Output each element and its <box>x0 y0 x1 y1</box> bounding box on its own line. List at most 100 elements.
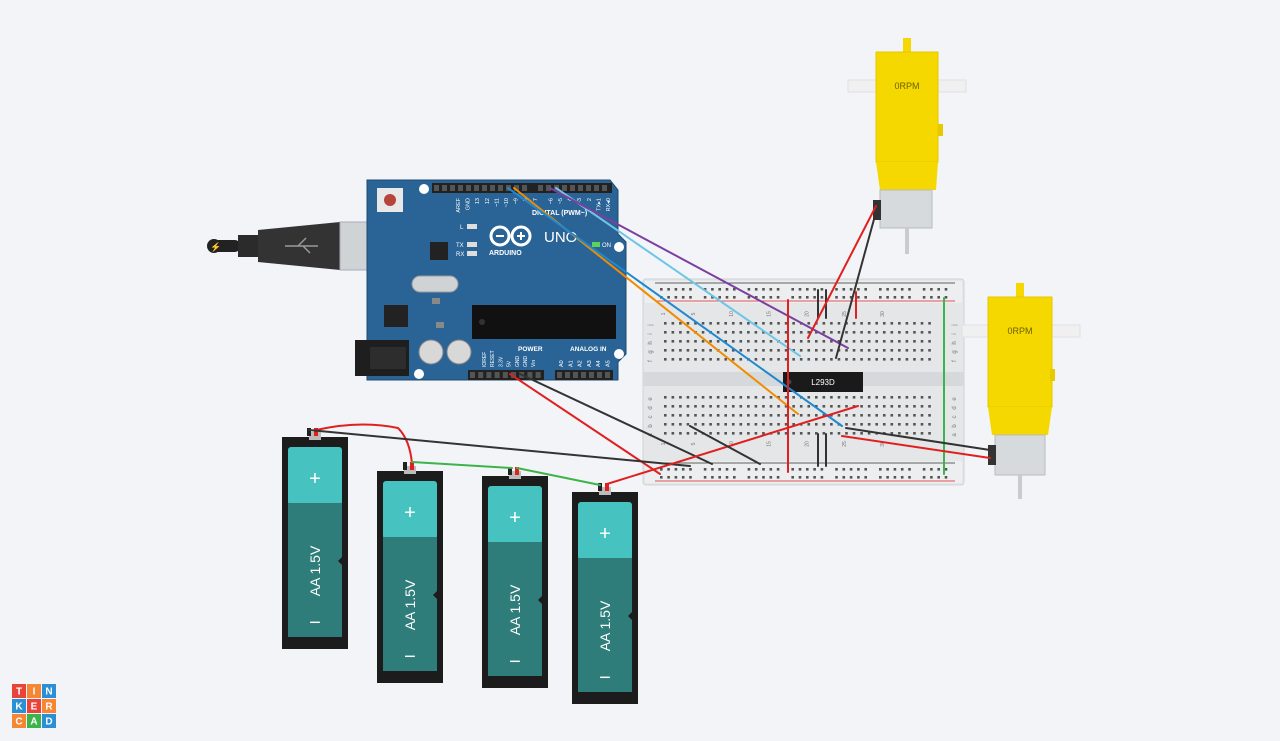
rail-hole[interactable] <box>762 296 765 299</box>
breadboard-hole[interactable] <box>860 432 863 435</box>
rail-hole[interactable] <box>857 296 860 299</box>
breadboard-hole[interactable] <box>762 358 765 361</box>
breadboard-hole[interactable] <box>830 349 833 352</box>
rail-hole[interactable] <box>754 476 758 479</box>
breadboard-hole[interactable] <box>898 414 901 417</box>
rail-hole[interactable] <box>681 288 685 291</box>
breadboard-hole[interactable] <box>860 340 863 343</box>
rail-hole[interactable] <box>908 468 911 471</box>
breadboard-hole[interactable] <box>845 432 848 435</box>
rail-hole[interactable] <box>718 476 721 479</box>
breadboard-hole[interactable] <box>792 432 795 435</box>
power-pin[interactable] <box>527 372 533 378</box>
breadboard-hole[interactable] <box>799 340 803 343</box>
breadboard-hole[interactable] <box>845 349 848 352</box>
breadboard-hole[interactable] <box>716 340 720 343</box>
breadboard-hole[interactable] <box>769 349 773 352</box>
wire-green-battery-1[interactable] <box>411 461 513 469</box>
rail-hole[interactable] <box>930 296 933 299</box>
breadboard-hole[interactable] <box>731 349 735 352</box>
rail-hole[interactable] <box>842 288 846 291</box>
rail-hole[interactable] <box>842 476 846 479</box>
rail-hole[interactable] <box>681 476 685 479</box>
breadboard-hole[interactable] <box>747 423 750 426</box>
rail-hole[interactable] <box>900 468 904 471</box>
breadboard-hole[interactable] <box>724 358 727 361</box>
rail-hole[interactable] <box>798 476 802 479</box>
breadboard-hole[interactable] <box>671 423 675 426</box>
breadboard-hole[interactable] <box>769 358 773 361</box>
breadboard-hole[interactable] <box>664 349 667 352</box>
breadboard-hole[interactable] <box>679 405 682 408</box>
breadboard-hole[interactable] <box>905 358 909 361</box>
rail-hole[interactable] <box>660 468 663 471</box>
breadboard-hole[interactable] <box>837 396 841 399</box>
wire-purple[interactable] <box>549 187 849 349</box>
rail-hole[interactable] <box>762 288 765 291</box>
breadboard-hole[interactable] <box>807 423 811 426</box>
breadboard-hole[interactable] <box>837 322 841 325</box>
rail-hole[interactable] <box>930 468 933 471</box>
breadboard-hole[interactable] <box>875 414 878 417</box>
breadboard-hole[interactable] <box>822 322 826 325</box>
rail-hole[interactable] <box>667 468 670 471</box>
rail-hole[interactable] <box>689 476 692 479</box>
rail-hole[interactable] <box>944 468 948 471</box>
breadboard-hole[interactable] <box>867 358 871 361</box>
breadboard-hole[interactable] <box>664 432 667 435</box>
breadboard-hole[interactable] <box>920 358 924 361</box>
rail-hole[interactable] <box>835 476 838 479</box>
breadboard-hole[interactable] <box>845 405 848 408</box>
breadboard-hole[interactable] <box>724 414 727 417</box>
dc-motor-1[interactable]: 0RPM <box>847 38 967 254</box>
rail-hole[interactable] <box>674 296 678 299</box>
digital-pin[interactable] <box>514 185 519 191</box>
breadboard-hole[interactable] <box>799 414 803 417</box>
rail-hole[interactable] <box>718 468 721 471</box>
rail-hole[interactable] <box>703 296 707 299</box>
rail-hole[interactable] <box>791 468 794 471</box>
breadboard-hole[interactable] <box>709 423 712 426</box>
rail-hole[interactable] <box>718 288 721 291</box>
breadboard-hole[interactable] <box>731 340 735 343</box>
breadboard-hole[interactable] <box>679 396 682 399</box>
breadboard-hole[interactable] <box>724 340 727 343</box>
rail-hole[interactable] <box>820 288 824 291</box>
breadboard-hole[interactable] <box>852 423 856 426</box>
breadboard-hole[interactable] <box>679 358 682 361</box>
breadboard-hole[interactable] <box>905 423 909 426</box>
rail-hole[interactable] <box>893 288 897 291</box>
breadboard-hole[interactable] <box>731 423 735 426</box>
breadboard-hole[interactable] <box>686 396 690 399</box>
breadboard-hole[interactable] <box>890 396 894 399</box>
breadboard-hole[interactable] <box>822 340 826 343</box>
breadboard-hole[interactable] <box>928 322 931 325</box>
wire-black-gnd[interactable] <box>519 373 713 465</box>
breadboard-hole[interactable] <box>754 405 758 408</box>
breadboard-hole[interactable] <box>898 331 901 334</box>
breadboard-hole[interactable] <box>792 322 795 325</box>
breadboard-hole[interactable] <box>867 396 871 399</box>
rail-hole[interactable] <box>776 296 780 299</box>
rail-hole[interactable] <box>886 296 889 299</box>
breadboard-hole[interactable] <box>769 340 773 343</box>
breadboard-hole[interactable] <box>875 358 878 361</box>
breadboard-hole[interactable] <box>784 405 788 408</box>
breadboard-hole[interactable] <box>837 340 841 343</box>
rail-hole[interactable] <box>864 296 867 299</box>
digital-pin[interactable] <box>450 185 455 191</box>
breadboard-hole[interactable] <box>860 423 863 426</box>
breadboard-hole[interactable] <box>890 331 894 334</box>
rail-hole[interactable] <box>703 476 707 479</box>
breadboard-hole[interactable] <box>679 349 682 352</box>
rail-hole[interactable] <box>922 476 926 479</box>
rail-hole[interactable] <box>711 468 714 471</box>
rail-hole[interactable] <box>798 468 802 471</box>
rail-hole[interactable] <box>711 288 714 291</box>
rail-hole[interactable] <box>879 288 882 291</box>
breadboard-holes[interactable] <box>660 288 948 479</box>
breadboard-hole[interactable] <box>905 396 909 399</box>
analog-pin[interactable] <box>565 372 570 378</box>
breadboard-hole[interactable] <box>905 405 909 408</box>
